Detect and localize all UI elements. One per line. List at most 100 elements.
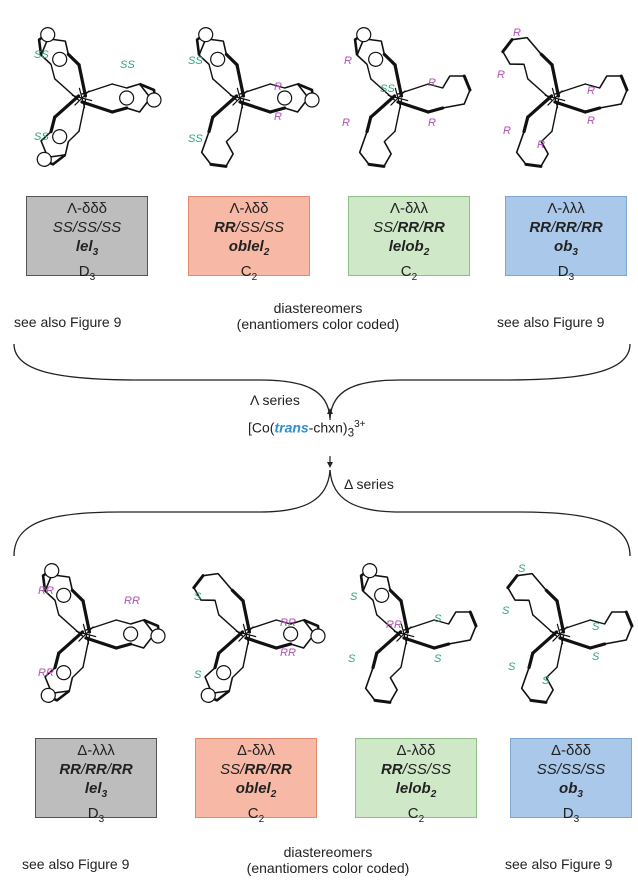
ring-atom-marker <box>356 27 372 43</box>
config-segment: / <box>97 219 102 236</box>
ring-front-bond <box>462 74 472 92</box>
co-n-bond <box>387 94 399 99</box>
bond-n2 <box>526 94 554 119</box>
bond <box>371 651 379 670</box>
config-segment: / <box>72 219 77 236</box>
bond <box>225 130 238 143</box>
ring-atom-marker <box>52 129 68 145</box>
bond-n2 <box>235 63 246 98</box>
ring-atom-marker <box>200 687 216 703</box>
bond-n1 <box>245 619 277 631</box>
bond <box>230 588 245 603</box>
co-n-bond <box>239 90 248 99</box>
stereo-label: SS <box>188 133 203 145</box>
box-config: RR/RR/RR <box>36 760 156 779</box>
box-line1: Δ-δδδ <box>550 742 592 759</box>
co-n-bond <box>232 97 241 106</box>
stereo-label: S <box>348 653 356 665</box>
ring-atom-marker <box>210 51 226 67</box>
chelate-arm <box>192 572 252 637</box>
box-top-4: Λ-λλλ RR/RR/RR ob3 D3 <box>505 196 627 283</box>
formula-trans: trans <box>274 419 309 436</box>
bond <box>388 588 403 603</box>
bond-n2 <box>57 630 85 655</box>
caption-line2: (enantiomers color coded) <box>236 316 400 332</box>
config-segment: RR <box>270 761 292 778</box>
co-n-bond <box>396 633 405 642</box>
bond-n2 <box>84 636 118 650</box>
bond <box>427 83 444 89</box>
box-config: RR/SS/SS <box>189 218 309 237</box>
chelate-arm <box>84 618 166 650</box>
bond-n2 <box>550 63 561 98</box>
config-segment: / <box>106 761 111 778</box>
box-symmetry: C2 <box>240 263 258 283</box>
config-segment: RR <box>423 219 445 236</box>
bond-n2 <box>244 636 278 650</box>
ring-atom-marker <box>198 27 214 43</box>
chelate-arm <box>37 27 88 101</box>
bond-n2 <box>396 100 430 114</box>
arrow-up-head <box>327 408 333 414</box>
chelate-arm <box>41 563 92 637</box>
bond-n2 <box>77 63 88 98</box>
bond-n2 <box>80 100 114 114</box>
ring-atom-marker <box>362 563 378 579</box>
bond <box>66 52 81 67</box>
config-segment: RR <box>85 761 107 778</box>
delta-series-label: Δ series <box>344 476 394 492</box>
co-n-bond <box>544 94 556 99</box>
config-segment: / <box>581 761 586 778</box>
bond <box>224 52 239 67</box>
ring-atom-marker <box>310 628 326 644</box>
stereo-label: RR <box>280 617 296 629</box>
stereo-label: RR <box>38 585 54 597</box>
box-symmetry: C2 <box>247 805 265 825</box>
box-line1: Δ-δλλ <box>236 742 276 759</box>
chelate-arm <box>200 630 251 703</box>
co-n-bond <box>549 630 561 635</box>
chelate-arm <box>359 563 410 637</box>
ring-atom-marker <box>119 90 135 106</box>
bond <box>589 619 606 625</box>
config-segment: RR <box>111 761 133 778</box>
formula-pre: [Co( <box>248 419 275 436</box>
cyclohexane-ring <box>507 572 547 602</box>
config-segment: / <box>402 761 407 778</box>
ring-front-bond <box>529 698 548 704</box>
config-segment: RR <box>397 219 419 236</box>
config-segment: SS <box>560 761 581 778</box>
bond-n2 <box>531 630 559 655</box>
stereo-label: S <box>434 613 442 625</box>
chelate-arm <box>506 572 566 637</box>
stereo-label: S <box>502 605 510 617</box>
stereo-label: R <box>428 77 436 89</box>
ring-front-bond <box>619 74 629 92</box>
bond <box>544 588 559 603</box>
bottom-brace-right <box>329 469 631 557</box>
chelate-arm <box>244 618 326 650</box>
stereo-label: R <box>503 125 511 137</box>
bond-n1 <box>559 619 591 631</box>
box-bottom-1: Δ-λλλ RR/RR/RR lel3 D3 <box>35 738 157 825</box>
ring-front-bond <box>624 610 634 628</box>
bond-n2 <box>399 599 410 634</box>
co-n-bond <box>85 633 97 638</box>
config-segment: RR <box>581 219 603 236</box>
config-segment: / <box>240 761 245 778</box>
co-n-bond <box>393 630 405 635</box>
lambda-series-label: Λ series <box>250 392 300 408</box>
ring-front-bond <box>506 574 519 590</box>
box-bottom-3: Δ-λδδ RR/SS/SS lelob2 C2 <box>355 738 477 825</box>
stereo-label: SS <box>188 55 203 67</box>
caption-line1: diastereomers <box>283 844 373 860</box>
co-n-bond <box>239 97 244 109</box>
ring-front-bond <box>367 162 386 168</box>
chelate-arm <box>402 610 478 650</box>
bond-n2 <box>402 636 436 650</box>
co-n-bond <box>78 633 87 642</box>
co-n-bond <box>85 626 94 635</box>
config-segment: RR <box>555 219 577 236</box>
co-n-bond <box>239 97 251 102</box>
config-segment: SS <box>101 219 122 236</box>
